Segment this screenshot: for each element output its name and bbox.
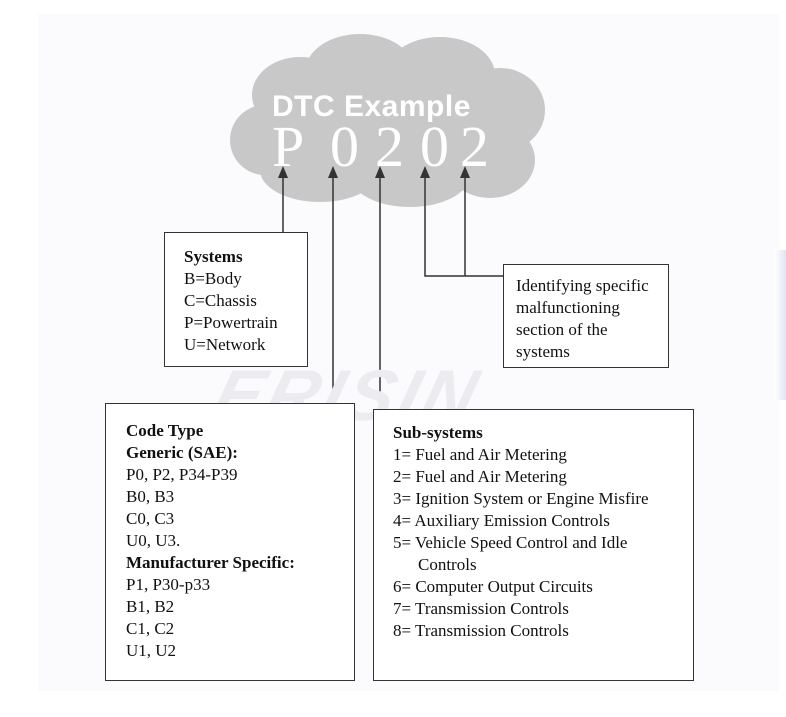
- code-type-heading: Code Type: [126, 421, 204, 440]
- systems-item: P=Powertrain: [184, 313, 278, 332]
- identifying-line: Identifying specific: [516, 276, 649, 295]
- systems-item: C=Chassis: [184, 291, 257, 310]
- edge-shadow: [774, 250, 786, 400]
- subsystem-item: 7= Transmission Controls: [393, 599, 569, 618]
- subsystems-heading: Sub-systems: [393, 423, 483, 442]
- arrowhead-2b: [460, 166, 470, 178]
- diagram-title: DTC Example: [272, 90, 471, 123]
- code-type-box: Code Type Generic (SAE): P0, P2, P34-P39…: [105, 403, 355, 681]
- code-char-3: 2: [375, 114, 404, 179]
- manufacturer-item: U1, U2: [126, 641, 177, 660]
- subsystem-item: 4= Auxiliary Emission Controls: [393, 511, 610, 530]
- systems-item: B=Body: [184, 269, 242, 288]
- generic-item: C0, C3: [126, 509, 175, 528]
- subsystem-item: 2= Fuel and Air Metering: [393, 467, 567, 486]
- arrowhead-2: [375, 166, 385, 178]
- systems-heading: Systems: [184, 247, 243, 266]
- code-char-2: 0: [330, 114, 359, 179]
- generic-heading: Generic (SAE):: [126, 443, 238, 462]
- cloud-shape: [230, 34, 545, 207]
- generic-item: B0, B3: [126, 487, 175, 506]
- subsystem-item-continued: Controls: [418, 555, 477, 574]
- identifying-line: section of the: [516, 320, 608, 339]
- subsystem-item: 5= Vehicle Speed Control and Idle: [393, 533, 628, 552]
- subsystem-item: 8= Transmission Controls: [393, 621, 569, 640]
- manufacturer-item: C1, C2: [126, 619, 175, 638]
- generic-item: P0, P2, P34-P39: [126, 465, 238, 484]
- generic-item: U0, U3.: [126, 531, 181, 550]
- arrowhead-p: [278, 166, 288, 178]
- subsystem-item: 3= Ignition System or Engine Misfire: [393, 489, 649, 508]
- arrowhead-0: [328, 166, 338, 178]
- connector-0b: [424, 175, 503, 277]
- code-char-1: P: [272, 114, 305, 179]
- manufacturer-heading: Manufacturer Specific:: [126, 553, 295, 572]
- identifying-box: Identifying specific malfunctioning sect…: [503, 264, 669, 368]
- code-char-5: 2: [460, 114, 489, 179]
- manufacturer-item: P1, P30-p33: [126, 575, 211, 594]
- identifying-line: malfunctioning: [516, 298, 620, 317]
- subsystems-box: Sub-systems 1= Fuel and Air Metering 2= …: [373, 409, 694, 681]
- subsystem-item: 1= Fuel and Air Metering: [393, 445, 567, 464]
- systems-box: Systems B=Body C=Chassis P=Powertrain U=…: [164, 232, 308, 367]
- systems-item: U=Network: [184, 335, 266, 354]
- code-char-4: 0: [420, 114, 449, 179]
- arrowhead-0b: [420, 166, 430, 178]
- manufacturer-item: B1, B2: [126, 597, 175, 616]
- identifying-line: systems: [516, 342, 570, 361]
- subsystem-item: 6= Computer Output Circuits: [393, 577, 593, 596]
